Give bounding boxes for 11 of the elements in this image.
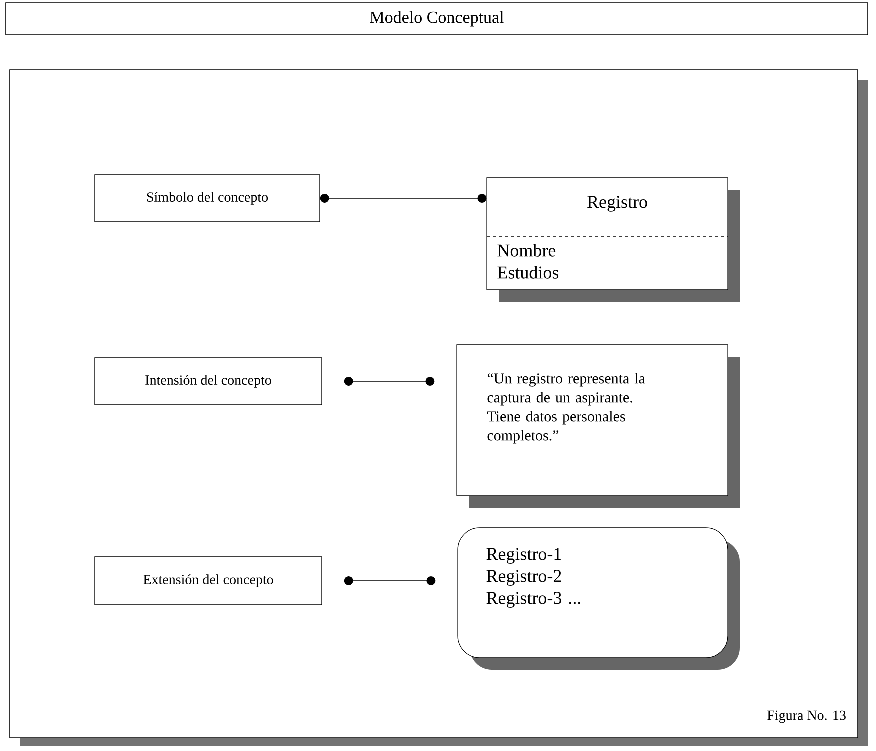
concept-label-box: Intensión del concepto <box>94 358 322 406</box>
note-box: “Un registro representa la captura de un aspirante. Tiene datos personales completos.” <box>456 344 740 508</box>
class-box: Registro Nombre Estudios <box>486 178 740 302</box>
title-bar: Modelo Conceptual <box>6 2 868 36</box>
connector <box>344 576 436 586</box>
connector <box>344 376 435 386</box>
concept-label-box: Extensión del concepto <box>94 556 322 606</box>
connector <box>320 194 487 203</box>
instance-box: Registro-1 Registro-2 Registro-3 ... <box>458 528 740 670</box>
concept-label-box: Símbolo del concepto <box>94 174 320 222</box>
figure-caption: Figura No. 13 <box>768 710 846 724</box>
